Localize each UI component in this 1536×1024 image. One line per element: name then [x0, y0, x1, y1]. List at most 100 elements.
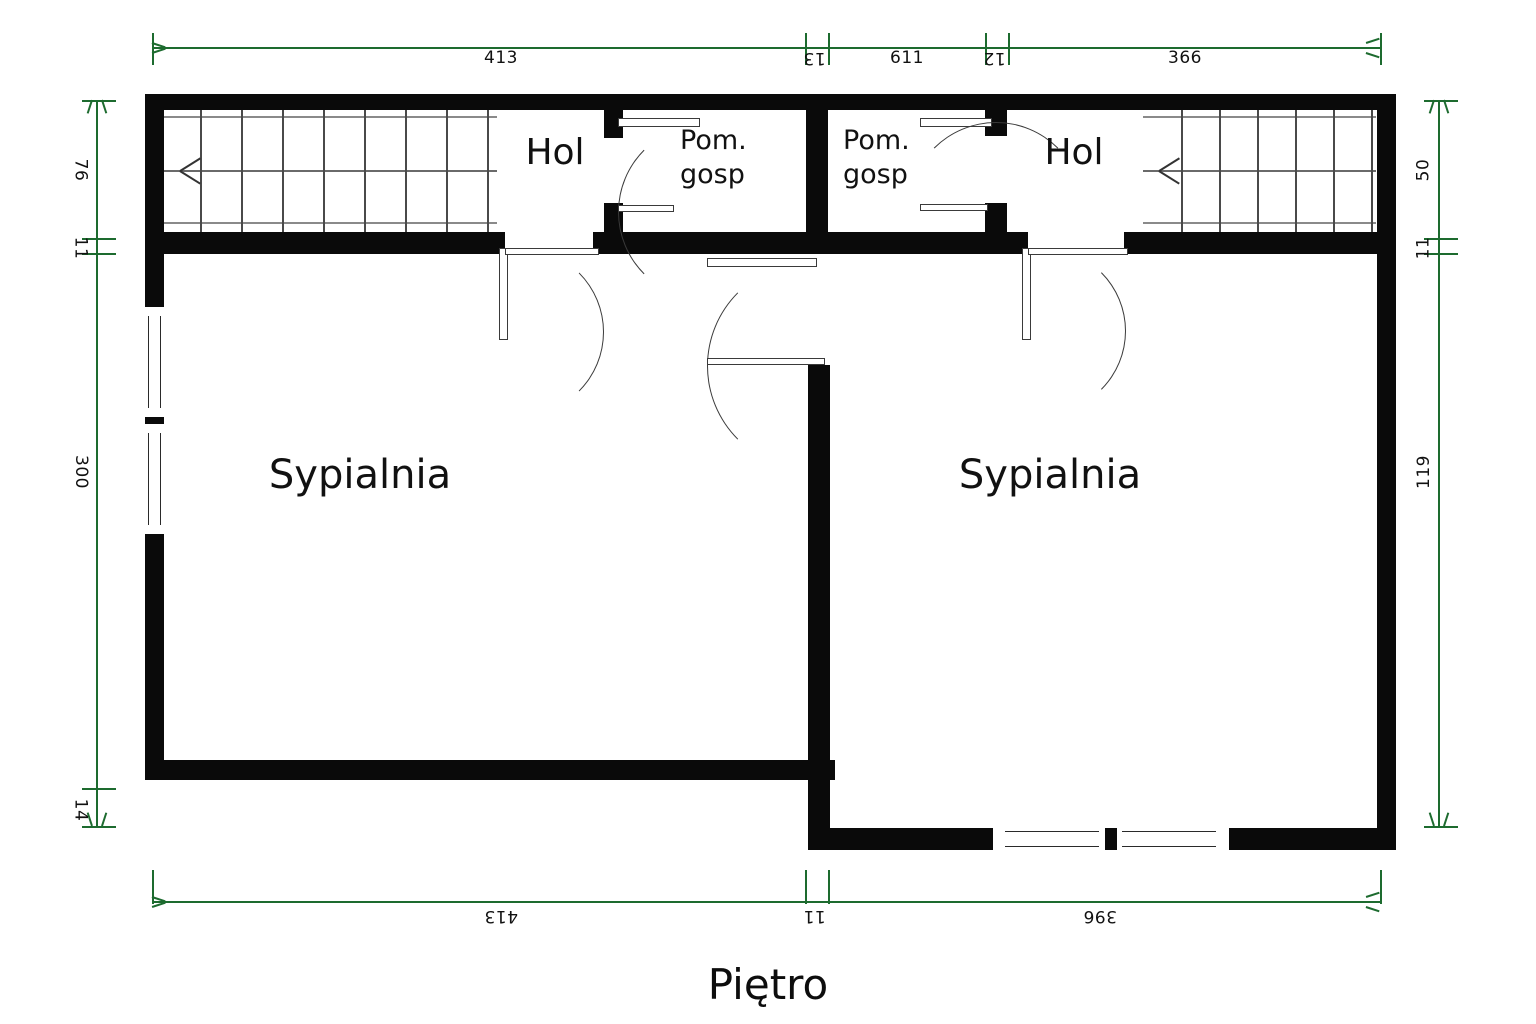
door-pom-gosp-left-swing	[618, 124, 794, 300]
stairs-right-riser-2	[1219, 110, 1221, 232]
stairs-left	[164, 110, 497, 232]
dim-top-tick-1	[805, 33, 807, 65]
stairs-right-edge-bottom	[1143, 222, 1376, 224]
dim-top-arrow-d	[1365, 52, 1380, 58]
dim-bottom-tick-3	[1380, 870, 1382, 904]
stairs-right	[1143, 110, 1376, 232]
window-west-lower-pane	[148, 433, 161, 525]
dim-left-tick-0	[82, 100, 116, 102]
dim-right-tick-2	[1424, 253, 1458, 255]
dim-bottom-11: 11	[803, 906, 826, 926]
room-label-pom-gosp-right-line1: Pom.	[843, 125, 910, 156]
room-label-pom-gosp-left-line1: Pom.	[680, 125, 747, 156]
window-south-left-pane	[1005, 831, 1099, 847]
stairs-left-riser-4	[323, 110, 325, 232]
stairs-left-edge-bottom	[164, 222, 497, 224]
dim-right-arrow-b	[1443, 99, 1449, 114]
stairs-right-riser-3	[1257, 110, 1259, 232]
stairs-left-riser-7	[446, 110, 448, 232]
door-pom-gosp-right-swing	[908, 122, 1084, 298]
stairs-left-riser-8	[487, 110, 489, 232]
dim-left-300: 300	[70, 455, 91, 489]
dim-left-76: 76	[70, 158, 91, 182]
dim-bottom-tick-2	[828, 870, 830, 904]
stairs-right-riser-1	[1181, 110, 1183, 232]
dim-top-arrow-c	[1365, 37, 1380, 44]
dim-right-tick-0	[1424, 100, 1458, 102]
dim-left-tick-2	[82, 253, 116, 255]
stairs-left-riser-6	[405, 110, 407, 232]
dim-top-tick-5	[1380, 33, 1382, 65]
stairs-left-riser-2	[241, 110, 243, 232]
stairs-left-riser-1	[200, 110, 202, 232]
stairs-right-riser-5	[1333, 110, 1335, 232]
dim-right-tick-3	[1424, 826, 1458, 828]
stairs-left-centerline	[164, 170, 497, 172]
dim-top-13: 13	[803, 48, 826, 68]
stairs-left-riser-5	[364, 110, 366, 232]
room-label-sypialnia-right: Sypialnia	[958, 452, 1142, 498]
dim-bottom-arrow-d	[1365, 906, 1380, 912]
dim-left-11: 11	[70, 236, 91, 260]
stairs-right-edge-top	[1143, 116, 1376, 118]
wall-east	[1377, 94, 1396, 850]
dim-right-arrow-c	[1428, 812, 1435, 827]
window-west-upper-pane	[148, 316, 161, 408]
door-sypialnia-right-swing	[960, 248, 1126, 414]
dim-top-tick-0	[152, 33, 154, 65]
dim-top-rule	[152, 47, 1380, 49]
window-south-right-pane	[1122, 831, 1216, 847]
stairs-right-riser-6	[1371, 110, 1373, 232]
dim-right-50: 50	[1413, 158, 1434, 182]
dim-bottom-413: 413	[484, 906, 518, 926]
wall-interior-step	[808, 365, 830, 835]
dim-bottom-396: 396	[1083, 906, 1117, 926]
room-label-pom-gosp-right-line2: gosp	[843, 158, 908, 190]
stairs-right-centerline	[1143, 170, 1376, 172]
dim-left-14: 14	[70, 798, 91, 822]
dim-top-12: 12	[983, 48, 1006, 68]
room-label-hol-right: Hol	[1044, 132, 1104, 173]
dim-top-tick-4	[1008, 33, 1010, 65]
door-hall-mid-threshold	[707, 358, 825, 365]
dim-bottom-rule	[152, 901, 1380, 903]
dim-top-tick-3	[985, 33, 987, 65]
door-pom-gosp-left-leaf	[618, 118, 700, 127]
wall-corridor-left-a	[145, 232, 505, 254]
dim-right-arrow-d	[1443, 812, 1449, 827]
dim-bottom-tick-1	[805, 870, 807, 904]
wall-corridor-right-b	[1124, 232, 1396, 254]
dim-right-arrow-a	[1428, 99, 1435, 114]
room-label-sypialnia-left: Sypialnia	[268, 452, 452, 498]
dim-left-arrow-b	[101, 99, 107, 114]
door-pom-gosp-right-threshold	[920, 204, 988, 211]
stairs-left-edge-top	[164, 116, 497, 118]
dim-bottom-tick-0	[152, 870, 154, 904]
stairs-right-riser-4	[1295, 110, 1297, 232]
wall-central-upper	[806, 94, 828, 254]
dim-top-413: 413	[484, 48, 518, 68]
dim-top-611: 611	[890, 48, 924, 68]
dim-left-arrow-d	[101, 812, 107, 827]
room-label-hol-left: Hol	[525, 132, 585, 173]
dim-left-tick-4	[82, 826, 116, 828]
dim-bottom-arrow-c	[1365, 891, 1380, 898]
wall-partition-left-top	[604, 110, 623, 138]
door-sypialnia-right-threshold	[1028, 248, 1128, 255]
door-sypialnia-left-swing	[436, 248, 604, 416]
dim-top-tick-2	[828, 33, 830, 65]
stairs-left-riser-3	[282, 110, 284, 232]
page-title: Piętro	[707, 960, 829, 1009]
door-pom-gosp-left-threshold	[618, 205, 674, 212]
door-sypialnia-left-threshold	[505, 248, 599, 255]
door-hall-mid-swing	[707, 262, 915, 470]
wall-north	[145, 94, 1396, 110]
room-label-pom-gosp-left: Pom. gosp	[680, 124, 776, 192]
dim-right-rule	[1438, 100, 1440, 826]
stairs-right-arrow-lower	[1158, 170, 1180, 185]
dim-left-arrow-a	[86, 99, 93, 114]
dim-left-tick-1	[82, 238, 116, 240]
dim-right-119: 119	[1413, 455, 1434, 489]
room-label-pom-gosp-right: Pom. gosp	[843, 124, 939, 192]
